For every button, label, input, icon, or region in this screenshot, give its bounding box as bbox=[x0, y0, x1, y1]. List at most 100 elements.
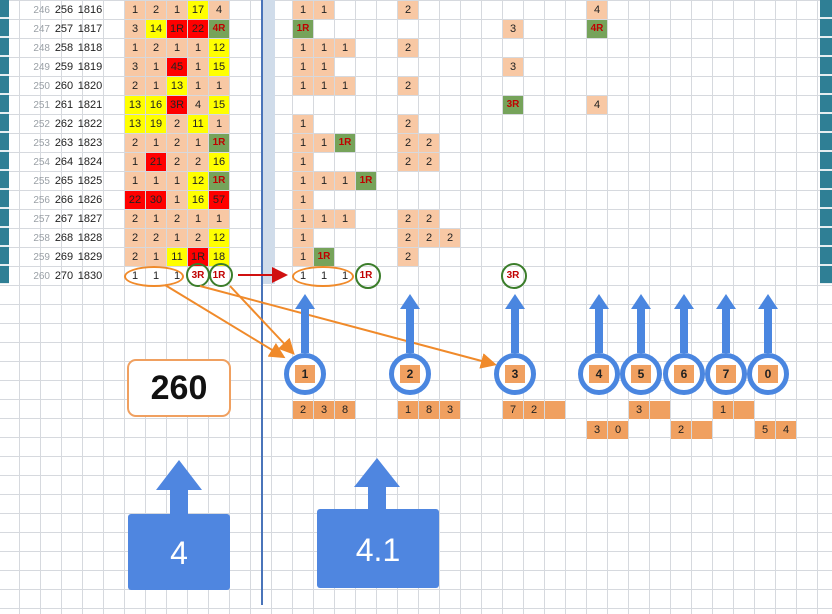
summary-cell: 1 bbox=[713, 401, 733, 419]
left-cell: 1 bbox=[167, 39, 187, 57]
right-cell: 1R bbox=[356, 172, 376, 190]
left-cell: 16 bbox=[188, 191, 208, 209]
left-cell: 1 bbox=[188, 58, 208, 76]
left-cell: 11 bbox=[167, 248, 187, 266]
right-cell: 2 bbox=[398, 77, 418, 95]
left-cell: 1 bbox=[146, 210, 166, 228]
digit-circle: 7 bbox=[705, 353, 747, 395]
right-cell: 1 bbox=[293, 1, 313, 19]
left-cell: 2 bbox=[146, 229, 166, 247]
right-edge-strip bbox=[820, 0, 832, 284]
summary-cell bbox=[734, 401, 754, 419]
left-cell: 2 bbox=[146, 1, 166, 19]
row-label-a: 262 bbox=[54, 118, 74, 130]
left-cell: 1 bbox=[167, 191, 187, 209]
row-label-a: 267 bbox=[54, 213, 74, 225]
row-label-a: 264 bbox=[54, 156, 74, 168]
left-cell: 1 bbox=[146, 134, 166, 152]
big-up-arrow-4 bbox=[156, 460, 202, 528]
left-cell: 11 bbox=[188, 115, 208, 133]
right-cell: 3 bbox=[503, 58, 523, 76]
summary-cell: 4 bbox=[776, 421, 796, 439]
left-cell: 2 bbox=[167, 153, 187, 171]
left-cell: 13 bbox=[125, 115, 145, 133]
row-label-a: 256 bbox=[54, 4, 74, 16]
button-4-1[interactable]: 4.1 bbox=[317, 509, 439, 588]
right-cell: 1 bbox=[314, 39, 334, 57]
left-cell: 12 bbox=[209, 39, 229, 57]
right-cell: 1 bbox=[293, 172, 313, 190]
row-label-b: 1818 bbox=[77, 42, 103, 54]
right-cell: 2 bbox=[398, 39, 418, 57]
right-cell: 1 bbox=[314, 172, 334, 190]
right-cell: 1 bbox=[293, 39, 313, 57]
left-cell: 1 bbox=[125, 153, 145, 171]
left-cell: 1 bbox=[167, 229, 187, 247]
right-cell: 2 bbox=[398, 229, 418, 247]
right-ones-ellipse bbox=[292, 266, 354, 287]
row-label-b: 1821 bbox=[77, 99, 103, 111]
left-cell: 1 bbox=[188, 39, 208, 57]
left-1r-ring bbox=[209, 263, 233, 287]
right-cell: 2 bbox=[419, 153, 439, 171]
left-cell: 1R bbox=[209, 172, 229, 190]
row-label-b: 1830 bbox=[77, 270, 103, 282]
row-index: 258 bbox=[33, 233, 50, 244]
right-cell: 1 bbox=[314, 77, 334, 95]
digit-circle: 5 bbox=[620, 353, 662, 395]
left-cell: 2 bbox=[167, 115, 187, 133]
left-cell: 12 bbox=[209, 229, 229, 247]
row-index: 257 bbox=[33, 214, 50, 225]
right-cell: 2 bbox=[440, 229, 460, 247]
right-cell: 1 bbox=[314, 58, 334, 76]
summary-cell bbox=[650, 401, 670, 419]
left-cell: 16 bbox=[146, 96, 166, 114]
right-cell: 1 bbox=[293, 115, 313, 133]
left-cell: 4 bbox=[209, 1, 229, 19]
row-label-a: 258 bbox=[54, 42, 74, 54]
right-cell: 2 bbox=[398, 210, 418, 228]
right-cell: 1R bbox=[335, 134, 355, 152]
left-cell: 1R bbox=[167, 20, 187, 38]
row-header-strip bbox=[0, 0, 9, 284]
row-index: 253 bbox=[33, 138, 50, 149]
digit-label: 0 bbox=[758, 365, 778, 383]
blue-up-arrow bbox=[400, 294, 420, 353]
left-cell: 13 bbox=[167, 77, 187, 95]
digit-label: 2 bbox=[400, 365, 420, 383]
left-cell: 1 bbox=[125, 39, 145, 57]
digit-circle: 1 bbox=[284, 353, 326, 395]
left-cell: 57 bbox=[209, 191, 229, 209]
digit-circle: 6 bbox=[663, 353, 705, 395]
big-up-arrow-41 bbox=[354, 458, 400, 522]
row-index: 260 bbox=[33, 271, 50, 282]
right-cell: 1 bbox=[314, 210, 334, 228]
left-cell: 4 bbox=[188, 96, 208, 114]
left-cell: 1R bbox=[209, 134, 229, 152]
left-cell: 1 bbox=[188, 210, 208, 228]
right-cell: 1R bbox=[293, 20, 313, 38]
summary-cell: 3 bbox=[440, 401, 460, 419]
right-cell: 2 bbox=[398, 1, 418, 19]
row-label-b: 1822 bbox=[77, 118, 103, 130]
right-cell: 2 bbox=[398, 153, 418, 171]
left-cell: 2 bbox=[125, 210, 145, 228]
column-split-band bbox=[262, 0, 275, 284]
digit-circle: 4 bbox=[578, 353, 620, 395]
left-cell: 2 bbox=[125, 229, 145, 247]
row-index: 259 bbox=[33, 252, 50, 263]
row-label-a: 261 bbox=[54, 99, 74, 111]
right-cell: 1 bbox=[335, 77, 355, 95]
blue-up-arrow bbox=[716, 294, 736, 353]
left-cell: 1 bbox=[125, 1, 145, 19]
left-cell: 17 bbox=[188, 1, 208, 19]
row-label-b: 1829 bbox=[77, 251, 103, 263]
left-cell: 1 bbox=[209, 115, 229, 133]
summary-cell: 0 bbox=[608, 421, 628, 439]
left-cell: 1 bbox=[146, 172, 166, 190]
summary-cell: 7 bbox=[503, 401, 523, 419]
row-label-b: 1824 bbox=[77, 156, 103, 168]
right-cell: 1R bbox=[314, 248, 334, 266]
row-index: 251 bbox=[33, 100, 50, 111]
row-label-b: 1823 bbox=[77, 137, 103, 149]
